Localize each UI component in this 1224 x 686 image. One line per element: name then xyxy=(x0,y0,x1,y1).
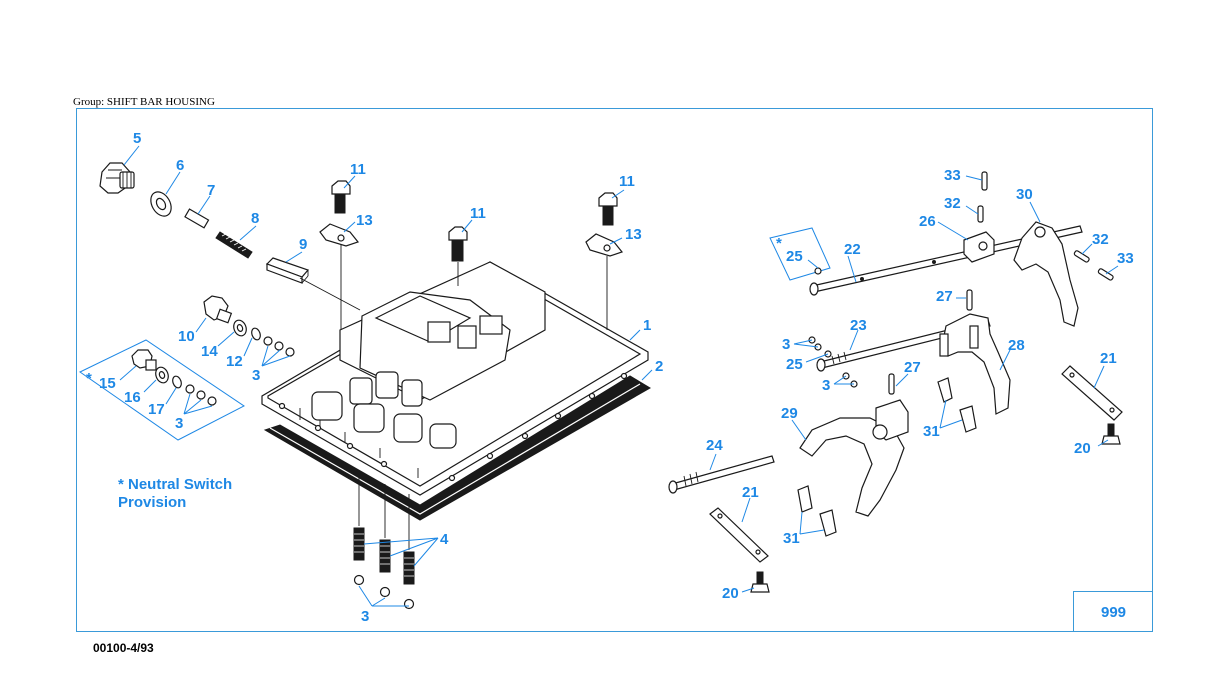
kit-marker-right: * xyxy=(776,235,782,252)
label-33-top: 33 xyxy=(944,167,961,184)
label-30: 30 xyxy=(1016,186,1033,203)
ring-part-17 xyxy=(172,375,182,389)
label-24: 24 xyxy=(706,437,723,454)
label-33-right: 33 xyxy=(1117,250,1134,267)
plate-part-21-right xyxy=(1061,365,1123,421)
bolt-part-20-left xyxy=(750,571,770,593)
label-8: 8 xyxy=(251,210,259,227)
label-14: 14 xyxy=(201,343,218,360)
washer-part-6 xyxy=(150,191,172,217)
label-20-left: 20 xyxy=(722,585,739,602)
label-22: 22 xyxy=(844,241,861,258)
shift-fork-part-29 xyxy=(799,399,909,517)
label-1: 1 xyxy=(643,317,651,334)
balls-part-3-lower xyxy=(353,574,415,610)
ring-part-12 xyxy=(251,327,261,341)
label-31-lower: 31 xyxy=(783,530,800,547)
label-31-upper: 31 xyxy=(923,423,940,440)
label-26: 26 xyxy=(919,213,936,230)
springs-part-4 xyxy=(353,527,415,585)
label-21-right: 21 xyxy=(1100,350,1117,367)
ball-part-25-kit xyxy=(814,267,822,275)
shift-bar-housing-part-1 xyxy=(261,261,649,496)
label-27-lower: 27 xyxy=(904,359,921,376)
plug-part-10 xyxy=(203,295,233,324)
shift-block-part-26 xyxy=(963,231,995,263)
label-9: 9 xyxy=(299,236,307,253)
washer-part-14 xyxy=(233,319,247,337)
label-15: 15 xyxy=(99,375,116,392)
label-17: 17 xyxy=(148,401,165,418)
diagram-frame xyxy=(76,108,1153,632)
pin-part-33-right xyxy=(1097,268,1114,281)
bolt-part-11-left xyxy=(331,180,351,214)
label-3-kit: 3 xyxy=(175,415,183,432)
bracket-part-13-left xyxy=(319,223,360,247)
label-11-left: 11 xyxy=(350,161,366,178)
balls-part-3-kit xyxy=(185,384,217,406)
label-32-top: 32 xyxy=(944,195,961,212)
plate-part-21-left xyxy=(709,507,769,563)
label-11-right: 11 xyxy=(619,173,635,190)
pads-part-31-lower xyxy=(797,485,837,537)
label-2: 2 xyxy=(655,358,663,375)
leader-lines xyxy=(119,145,1119,607)
shift-fork-part-30 xyxy=(1013,221,1079,327)
bracket-part-13-right xyxy=(585,233,624,257)
note-line-1: * Neutral Switch xyxy=(118,476,232,493)
pin-part-33-top xyxy=(981,171,988,191)
plunger-part-9 xyxy=(265,257,310,284)
note-line-2: Provision xyxy=(118,494,186,511)
pin-part-27-upper xyxy=(966,289,973,311)
label-16: 16 xyxy=(124,389,141,406)
spring-part-8 xyxy=(215,231,253,259)
label-13-right: 13 xyxy=(625,226,642,243)
label-11-middle: 11 xyxy=(470,205,486,222)
label-6: 6 xyxy=(176,157,184,174)
label-28: 28 xyxy=(1008,337,1025,354)
shift-fork-part-28 xyxy=(939,313,1011,415)
kit-outline-25 xyxy=(769,227,831,281)
pin-part-32-right xyxy=(1073,250,1090,263)
pin-part-27-lower xyxy=(888,373,895,395)
label-10: 10 xyxy=(178,328,195,345)
bolt-part-11-right xyxy=(598,192,618,226)
label-7: 7 xyxy=(207,182,215,199)
label-20-right: 20 xyxy=(1074,440,1091,457)
neutral-switch-kit-outline xyxy=(79,339,245,441)
label-5: 5 xyxy=(133,130,141,147)
gasket-part-2 xyxy=(263,375,651,521)
label-3-rail-lower: 3 xyxy=(822,377,830,394)
label-29: 29 xyxy=(781,405,798,422)
pin-part-7 xyxy=(184,208,210,229)
label-4: 4 xyxy=(440,531,449,548)
label-12: 12 xyxy=(226,353,243,370)
label-32-right: 32 xyxy=(1092,231,1109,248)
bolt-part-20-right xyxy=(1101,423,1121,445)
shift-rail-part-24 xyxy=(668,455,775,494)
shift-rail-part-22 xyxy=(809,225,1083,296)
label-13-left: 13 xyxy=(356,212,373,229)
label-25-rail: 25 xyxy=(786,356,803,373)
plug-part-5 xyxy=(99,162,135,194)
bolt-part-11-middle xyxy=(448,226,468,262)
document-code: 00100-4/93 xyxy=(93,641,154,655)
balls-part-3-upper xyxy=(263,336,295,357)
label-3-lower: 3 xyxy=(361,608,369,625)
label-25-kit: 25 xyxy=(786,248,803,265)
label-23: 23 xyxy=(850,317,867,334)
plug-part-15 xyxy=(131,349,157,371)
label-21-left: 21 xyxy=(742,484,759,501)
pin-part-32-top xyxy=(977,205,984,223)
reference-number-box: 999 xyxy=(1073,591,1153,632)
label-27-upper: 27 xyxy=(936,288,953,305)
label-3-rail-upper: 3 xyxy=(782,336,790,353)
group-title: Group: SHIFT BAR HOUSING xyxy=(73,96,215,108)
pads-part-31-upper xyxy=(937,377,977,433)
label-3-upper: 3 xyxy=(252,367,260,384)
kit-marker-left: * xyxy=(86,370,92,387)
washer-part-16 xyxy=(155,366,169,384)
